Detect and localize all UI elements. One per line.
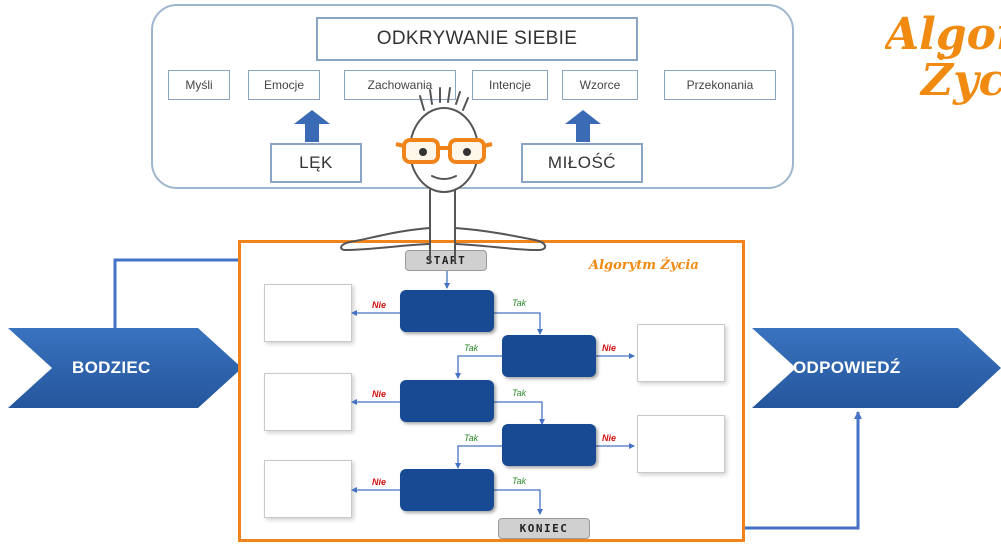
decision-step [502,424,596,466]
category-zachowania: Zachowania [344,70,456,100]
output-box [264,284,352,342]
decision-step [400,290,494,332]
brand-title-small: Algorytm Życia [589,258,699,273]
odpowiedz-chevron [752,328,1001,408]
odpowiedz-label: ODPOWIEDŹ [793,358,901,377]
end-pill: KONIEC [498,518,590,539]
brand-title-line1: Algorytm [885,12,1001,60]
no-label: Nie [372,389,387,399]
brand-title-large: Algorytm Życia [885,12,1001,202]
no-label: Nie [372,477,387,487]
yes-label: Tak [512,476,527,486]
bodziec-chevron [8,328,242,408]
fear-box: LĘK [270,143,362,183]
brand-title-line2: Życia [921,55,1001,106]
no-label: Nie [602,343,617,353]
bodziec-label: BODZIEC [72,358,151,377]
self-discovery-title: ODKRYWANIE SIEBIE [316,17,638,61]
love-box: MIŁOŚĆ [521,143,643,183]
no-label: Nie [372,300,387,310]
yes-label: Tak [464,343,479,353]
decision-step [400,380,494,422]
yes-label: Tak [512,388,527,398]
output-box [264,460,352,518]
category-przekonania: Przekonania [664,70,776,100]
category-wzorce: Wzorce [562,70,638,100]
decision-step [400,469,494,511]
category-mysli: Myśli [168,70,230,100]
yes-label: Tak [512,298,527,308]
decision-step [502,335,596,377]
category-intencje: Intencje [472,70,548,100]
love-up-arrow-icon [565,110,601,142]
output-box [637,415,725,473]
yes-label: Tak [464,433,479,443]
fear-up-arrow-icon [294,110,330,142]
start-pill: START [405,250,487,271]
category-emocje: Emocje [248,70,320,100]
output-box [637,324,725,382]
no-label: Nie [602,433,617,443]
